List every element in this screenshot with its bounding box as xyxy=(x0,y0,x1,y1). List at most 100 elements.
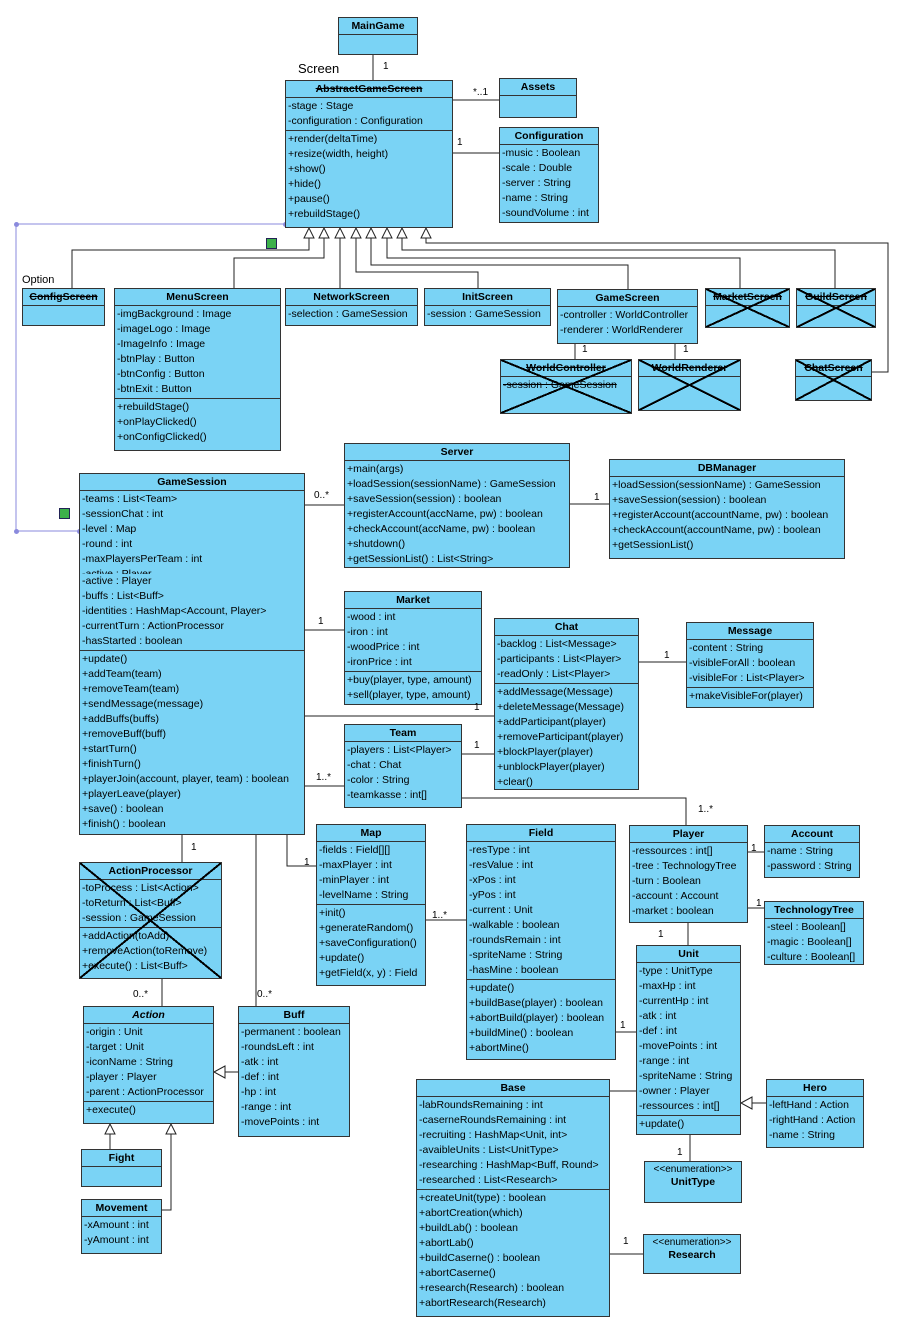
class-action-name: Action xyxy=(84,1007,213,1024)
class-account[interactable]: Account -name : String -password : Strin… xyxy=(764,825,860,878)
class-gamescreen[interactable]: GameScreen -controller : WorldController… xyxy=(557,289,698,344)
operation: +shutdown() xyxy=(347,538,406,550)
class-worldcontroller-name: WorldController xyxy=(501,360,631,377)
class-field[interactable]: Field -resType : int -resValue : int -xP… xyxy=(466,824,616,1060)
class-actionprocessor-name: ActionProcessor xyxy=(80,863,221,880)
attribute: -avaibleUnits : List<UnitType> xyxy=(419,1144,559,1156)
generalization-arrow-icon xyxy=(739,1096,753,1110)
generalization-line xyxy=(386,238,741,288)
class-gamesession[interactable]: GameSession -teams : List<Team> -session… xyxy=(79,473,305,835)
multiplicity-label: 1..* xyxy=(698,804,714,815)
attribute: -configuration : Configuration xyxy=(288,115,423,127)
class-unittype-name: UnitType xyxy=(670,1176,716,1188)
generalization-arrow-icon xyxy=(381,226,393,239)
class-assets[interactable]: Assets xyxy=(499,78,577,118)
class-movement[interactable]: Movement -xAmount : int -yAmount : int xyxy=(81,1199,162,1254)
class-initscreen[interactable]: InitScreen -session : GameSession xyxy=(424,288,551,326)
class-map[interactable]: Map -fields : Field[][] -maxPlayer : int… xyxy=(316,824,426,986)
class-fight[interactable]: Fight xyxy=(81,1149,162,1187)
operation: +init() xyxy=(319,907,346,919)
class-configscreen[interactable]: ConfigScreen xyxy=(22,288,105,326)
class-message[interactable]: Message -content : String -visibleForAll… xyxy=(686,622,814,708)
resize-handle-icon[interactable] xyxy=(59,508,70,519)
class-networkscreen[interactable]: NetworkScreen -selection : GameSession xyxy=(285,288,418,326)
resize-handle-icon[interactable] xyxy=(266,238,277,249)
generalization-line xyxy=(370,238,629,289)
class-actionprocessor[interactable]: ActionProcessor -toProcess : List<Action… xyxy=(79,862,222,979)
multiplicity-label: 1 xyxy=(582,344,588,355)
attribute: -btnPlay : Button xyxy=(117,353,195,365)
operation: +checkAccount(accName, pw) : boolean xyxy=(347,523,536,535)
class-server-name: Server xyxy=(345,444,569,461)
attribute: -woodPrice : int xyxy=(347,641,420,653)
operation: +getSessionList() xyxy=(612,539,694,551)
attribute: -researched : List<Research> xyxy=(419,1174,558,1186)
control-point-icon[interactable] xyxy=(14,222,19,227)
class-menuscreen[interactable]: MenuScreen -imgBackground : Image -image… xyxy=(114,288,281,451)
operation: +onConfigClicked() xyxy=(117,431,207,443)
attribute: -maxPlayer : int xyxy=(319,859,392,871)
class-chatscreen-name: ChatScreen xyxy=(796,360,871,377)
attribute: -name : String xyxy=(767,845,833,857)
control-point-icon[interactable] xyxy=(14,529,19,534)
attribute: -level : Map xyxy=(82,523,137,535)
attribute: -iconName : String xyxy=(86,1056,173,1068)
class-hero[interactable]: Hero -leftHand : Action -rightHand : Act… xyxy=(766,1079,864,1148)
generalization-line xyxy=(425,238,889,373)
attribute: -currentTurn : ActionProcessor xyxy=(82,620,224,632)
class-research[interactable]: <<enumeration>> Research xyxy=(643,1234,741,1274)
class-hero-name: Hero xyxy=(767,1080,863,1097)
operation: +saveConfiguration() xyxy=(319,937,417,949)
class-chat[interactable]: Chat -backlog : List<Message> -participa… xyxy=(494,618,639,790)
class-unittype[interactable]: <<enumeration>> UnitType xyxy=(644,1161,742,1203)
attribute: -ImageInfo : Image xyxy=(117,338,206,350)
class-dbmanager[interactable]: DBManager +loadSession(sessionName) : Ga… xyxy=(609,459,845,559)
class-technologytree[interactable]: TechnologyTree -steel : Boolean[] -magic… xyxy=(764,901,864,965)
operation: +abortMine() xyxy=(469,1042,529,1054)
class-chatscreen[interactable]: ChatScreen xyxy=(795,359,872,401)
class-server[interactable]: Server +main(args) +loadSession(sessionN… xyxy=(344,443,570,568)
generalization-line xyxy=(233,238,325,288)
attribute: -hasMine : boolean xyxy=(469,964,559,976)
class-guildscreen[interactable]: GuildScreen xyxy=(796,288,876,328)
class-action[interactable]: Action -origin : Unit -target : Unit -ic… xyxy=(83,1006,214,1124)
attribute: -maxHp : int xyxy=(639,980,696,992)
attribute: -spriteName : String xyxy=(469,949,563,961)
class-team[interactable]: Team -players : List<Player> -chat : Cha… xyxy=(344,724,462,808)
operation: +execute() xyxy=(86,1104,136,1116)
class-marketscreen[interactable]: MarketScreen xyxy=(705,288,790,328)
multiplicity-label: 1 xyxy=(474,740,480,751)
operation: +removeParticipant(player) xyxy=(497,731,624,743)
screen-note: Screen xyxy=(298,61,340,76)
attribute: -origin : Unit xyxy=(86,1026,143,1038)
class-account-name: Account xyxy=(765,826,859,843)
class-worldcontroller[interactable]: WorldController -session : GameSession xyxy=(500,359,632,414)
class-unit[interactable]: Unit -type : UnitType -maxHp : int -curr… xyxy=(636,945,741,1135)
attribute: -permanent : boolean xyxy=(241,1026,341,1038)
multiplicity-label: 1 xyxy=(751,843,757,854)
class-menuscreen-name: MenuScreen xyxy=(115,289,280,306)
attribute: -rightHand : Action xyxy=(769,1114,856,1126)
class-configuration-name: Configuration xyxy=(500,128,598,145)
class-configuration[interactable]: Configuration -music : Boolean -scale : … xyxy=(499,127,599,223)
class-worldrenderer[interactable]: WorldRenderer xyxy=(638,359,741,411)
attribute: -atk : int xyxy=(639,1010,677,1022)
attribute: -round : int xyxy=(82,538,133,550)
operation: +hide() xyxy=(288,178,321,190)
attribute: -content : String xyxy=(689,642,764,654)
operation: +makeVisibleFor(player) xyxy=(689,690,803,702)
class-abstractgamescreen[interactable]: AbstractGameScreen -stage : Stage -confi… xyxy=(285,80,453,228)
operation: +finishTurn() xyxy=(82,758,141,770)
class-market[interactable]: Market -wood : int -iron : int -woodPric… xyxy=(344,591,482,705)
class-base[interactable]: Base -labRoundsRemaining : int -caserneR… xyxy=(416,1079,610,1317)
attribute: -account : Account xyxy=(632,890,719,902)
attribute: -password : String xyxy=(767,860,852,872)
class-buff[interactable]: Buff -permanent : boolean -roundsLeft : … xyxy=(238,1006,350,1137)
class-player[interactable]: Player -ressources : int[] -tree : Techn… xyxy=(629,825,748,923)
multiplicity-label: 1 xyxy=(457,137,463,148)
multiplicity-label: 1 xyxy=(383,61,389,72)
operation: +sell(player, type, amount) xyxy=(347,689,471,701)
class-technologytree-name: TechnologyTree xyxy=(765,902,863,919)
class-maingame[interactable]: MainGame xyxy=(338,17,418,55)
attribute: -btnConfig : Button xyxy=(117,368,205,380)
